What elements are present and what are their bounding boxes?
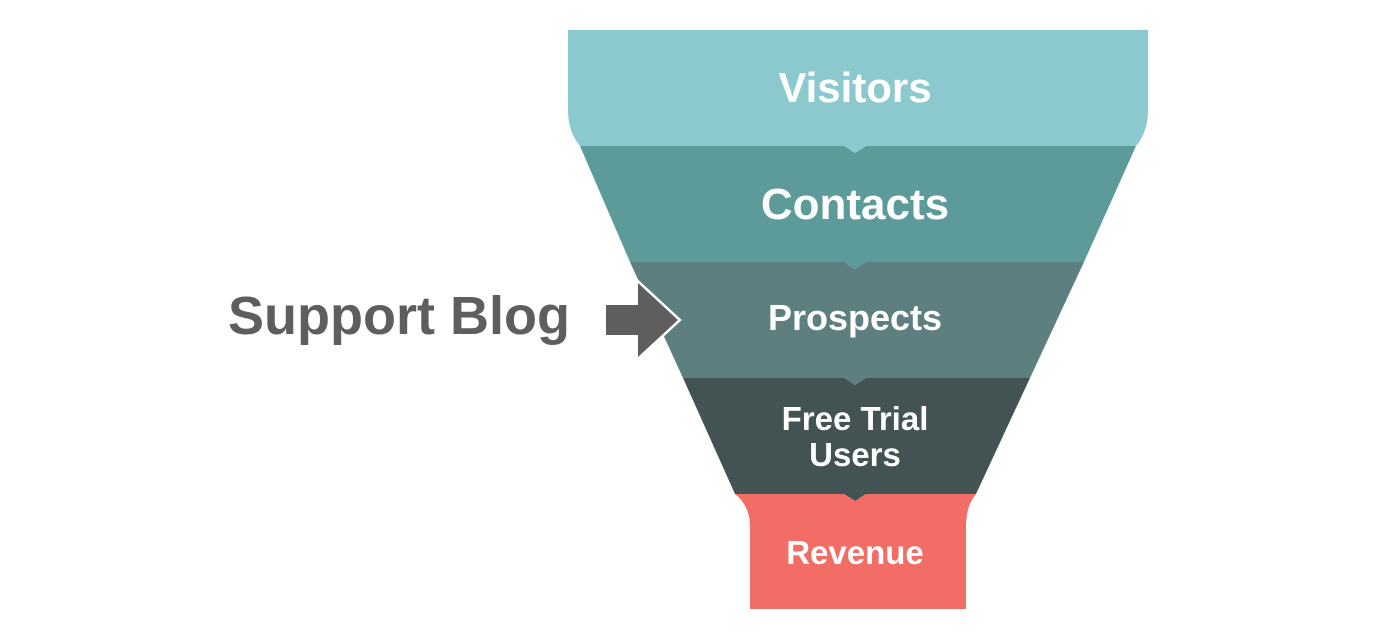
stage-label-free-trial-line-2: Users bbox=[809, 436, 901, 473]
stage-label-prospects: Prospects bbox=[768, 297, 942, 338]
funnel-stage-free-trial-users: Free Trial Users bbox=[683, 378, 1030, 501]
funnel-stage-revenue: Revenue bbox=[735, 494, 976, 609]
funnel-stage-contacts: Contacts bbox=[580, 146, 1136, 269]
callout: Support Blog bbox=[228, 277, 682, 363]
funnel-stage-visitors: Visitors bbox=[568, 30, 1148, 153]
stage-label-contacts: Contacts bbox=[761, 180, 949, 229]
stage-label-free-trial-line-1: Free Trial bbox=[782, 400, 929, 437]
right-arrow-icon bbox=[603, 277, 682, 363]
stage-label-revenue: Revenue bbox=[786, 534, 924, 571]
funnel-band-contacts bbox=[580, 146, 1136, 269]
funnel-band-prospects bbox=[630, 262, 1084, 385]
callout-label: Support Blog bbox=[228, 286, 570, 346]
stage-label-visitors: Visitors bbox=[778, 64, 931, 111]
funnel-band-revenue bbox=[735, 494, 976, 609]
funnel-stage-prospects: Prospects bbox=[630, 262, 1084, 385]
funnel-band-free-trial-users bbox=[683, 378, 1030, 501]
funnel-band-visitors bbox=[568, 30, 1148, 153]
